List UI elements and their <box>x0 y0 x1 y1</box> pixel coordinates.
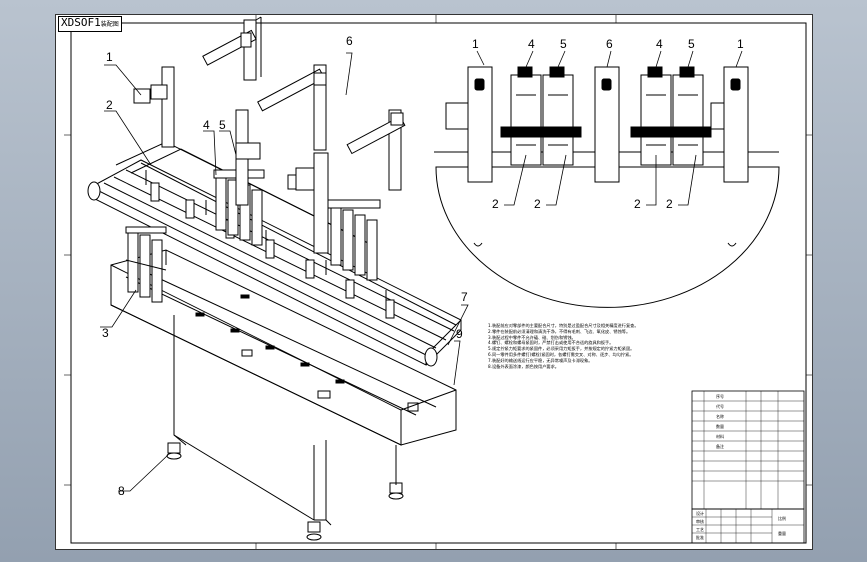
base-frame <box>110 249 457 541</box>
callout-iso-2: 2 <box>106 98 113 112</box>
arm-posts <box>133 16 406 254</box>
title-block-text: 序号 代号 名称 数量 材料 备注 设计 审核 工艺 批准 比例 重量 <box>696 393 786 540</box>
front-view <box>434 50 780 308</box>
front-callout-labels: 1 4 5 6 4 5 1 2 2 2 2 <box>472 37 744 211</box>
callout-iso-9: 9 <box>456 327 463 341</box>
isometric-assembly <box>87 16 469 541</box>
tb-cell-9: 批准 <box>696 534 704 540</box>
callout-front-4b: 4 <box>656 37 663 51</box>
drawing-tag-text: XDSOF1 <box>61 16 101 29</box>
callout-front-4a: 4 <box>528 37 535 51</box>
callout-front-2c: 2 <box>634 197 641 211</box>
callout-iso-1: 1 <box>106 50 113 64</box>
note-line: 8.设备外表面涂漆，颜色按用户要求。 <box>488 363 559 369</box>
note-line: 7.装配好的输送线运行应平稳，无异常噪声及卡滞现象。 <box>488 357 593 363</box>
front-filling-units <box>500 66 712 166</box>
callout-front-5a: 5 <box>560 37 567 51</box>
tb-cell-5: 备注 <box>716 443 724 449</box>
tb-cell-2: 名称 <box>716 413 724 419</box>
inner-border <box>70 22 807 544</box>
note-line: 5.规定拧紧力矩要求的紧固件，必须采用力矩扳手，并按规定的拧紧力矩紧固。 <box>488 346 635 352</box>
drawing-tag: XDSOF1装配图 <box>58 16 122 32</box>
callout-front-2a: 2 <box>492 197 499 211</box>
bottle-rack <box>125 226 167 303</box>
callout-front-6: 6 <box>606 37 613 51</box>
callout-iso-6: 6 <box>346 34 353 48</box>
note-line: 4.螺钉、螺栓和螺母紧固时，严禁打击或使用不合适的旋具和扳手。 <box>488 340 614 346</box>
iso-callout-labels: 1 2 3 4 5 6 7 8 9 <box>102 34 468 498</box>
note-line: 2.零件在装配前必须清理和清洗干净，不得有毛刺、飞边、氧化皮、锈蚀等。 <box>488 328 631 334</box>
drawing-sheet: 1 2 3 4 5 6 7 8 9 <box>55 14 813 550</box>
conveyor-belt <box>87 141 462 367</box>
callout-iso-7: 7 <box>461 290 468 304</box>
tb-cell-0: 序号 <box>716 393 724 399</box>
hopper-bowl <box>435 166 780 308</box>
callout-iso-8: 8 <box>118 484 125 498</box>
note-line: 1.装配前应对零部件的主要配合尺寸，特别是过盈配合尺寸及相关精度进行复查。 <box>488 323 639 328</box>
drawing-canvas: 1 2 3 4 5 6 7 8 9 <box>64 15 812 549</box>
tb-cell-10: 比例 <box>778 515 786 521</box>
tb-cell-6: 设计 <box>696 510 704 516</box>
drawing-tag-sub: 装配图 <box>100 21 119 28</box>
tb-cell-3: 数量 <box>716 423 724 429</box>
technical-notes: 1.装配前应对零部件的主要配合尺寸，特别是过盈配合尺寸及相关精度进行复查。 2.… <box>488 323 778 369</box>
callout-front-5b: 5 <box>688 37 695 51</box>
tb-cell-11: 重量 <box>778 530 786 536</box>
callout-front-1b: 1 <box>737 37 744 51</box>
title-block <box>691 390 805 544</box>
iso-leaders <box>100 52 469 492</box>
tb-cell-7: 审核 <box>696 518 704 524</box>
callout-front-2b: 2 <box>534 197 541 211</box>
callout-front-1a: 1 <box>472 37 479 51</box>
note-line: 3.装配过程中零件不允许磕、碰、划伤和锈蚀。 <box>488 334 576 340</box>
callout-iso-5: 5 <box>219 118 226 132</box>
tb-cell-1: 代号 <box>716 403 724 409</box>
tb-cell-8: 工艺 <box>696 527 704 532</box>
callout-front-2d: 2 <box>666 197 673 211</box>
tb-cell-4: 材料 <box>716 433 724 439</box>
note-line: 6.同一零件用多件螺钉(螺栓)紧固时，各螺钉需交叉、对称、逐步、均匀拧紧。 <box>488 351 634 357</box>
callout-iso-3: 3 <box>102 326 109 340</box>
callout-iso-4: 4 <box>203 118 210 132</box>
